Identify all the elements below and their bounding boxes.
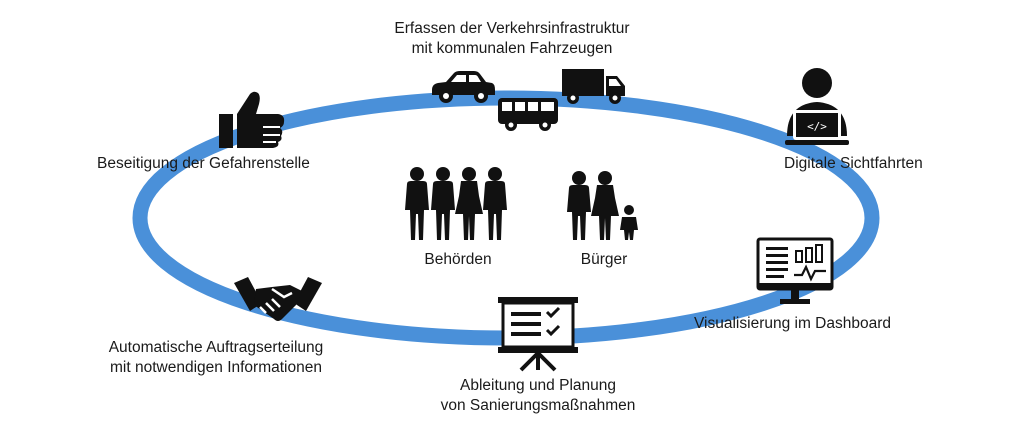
label-capture-line2: mit kommunalen Fahrzeugen bbox=[411, 40, 613, 57]
handshake-icon bbox=[234, 277, 322, 321]
label-order: Automatische Auftragserteilung mit notwe… bbox=[94, 338, 338, 378]
label-citizens: Bürger bbox=[580, 251, 628, 268]
label-digital: Digitale Sichtfahrten bbox=[784, 155, 923, 172]
family-icon bbox=[567, 171, 638, 240]
presentation-board-icon bbox=[498, 297, 578, 372]
label-order-line2: mit notwendigen Informationen bbox=[110, 359, 322, 376]
label-planning: Ableitung und Planung von Sanierungsmaßn… bbox=[388, 376, 688, 416]
thumbs-up-icon bbox=[219, 91, 285, 148]
label-fix: Beseitigung der Gefahrenstelle bbox=[97, 155, 310, 172]
svg-text:</>: </> bbox=[807, 120, 827, 133]
label-planning-line1: Ableitung und Planung bbox=[460, 377, 616, 394]
label-planning-line2: von Sanierungsmaßnahmen bbox=[440, 397, 636, 414]
label-authorities: Behörden bbox=[424, 251, 492, 268]
user-laptop-icon: </> bbox=[785, 68, 849, 145]
dashboard-monitor-icon bbox=[756, 237, 834, 304]
label-capture-line1: Erfassen der Verkehrsinfrastruktur bbox=[394, 20, 630, 37]
label-order-line1: Automatische Auftragserteilung bbox=[108, 339, 324, 356]
label-capture: Erfassen der Verkehrsinfrastruktur mit k… bbox=[362, 19, 662, 59]
car-icon bbox=[432, 71, 495, 103]
truck-icon bbox=[562, 69, 625, 104]
label-dashboard: Visualisierung im Dashboard bbox=[694, 315, 892, 332]
bus-icon bbox=[498, 98, 558, 131]
group-people-icon bbox=[405, 167, 507, 240]
